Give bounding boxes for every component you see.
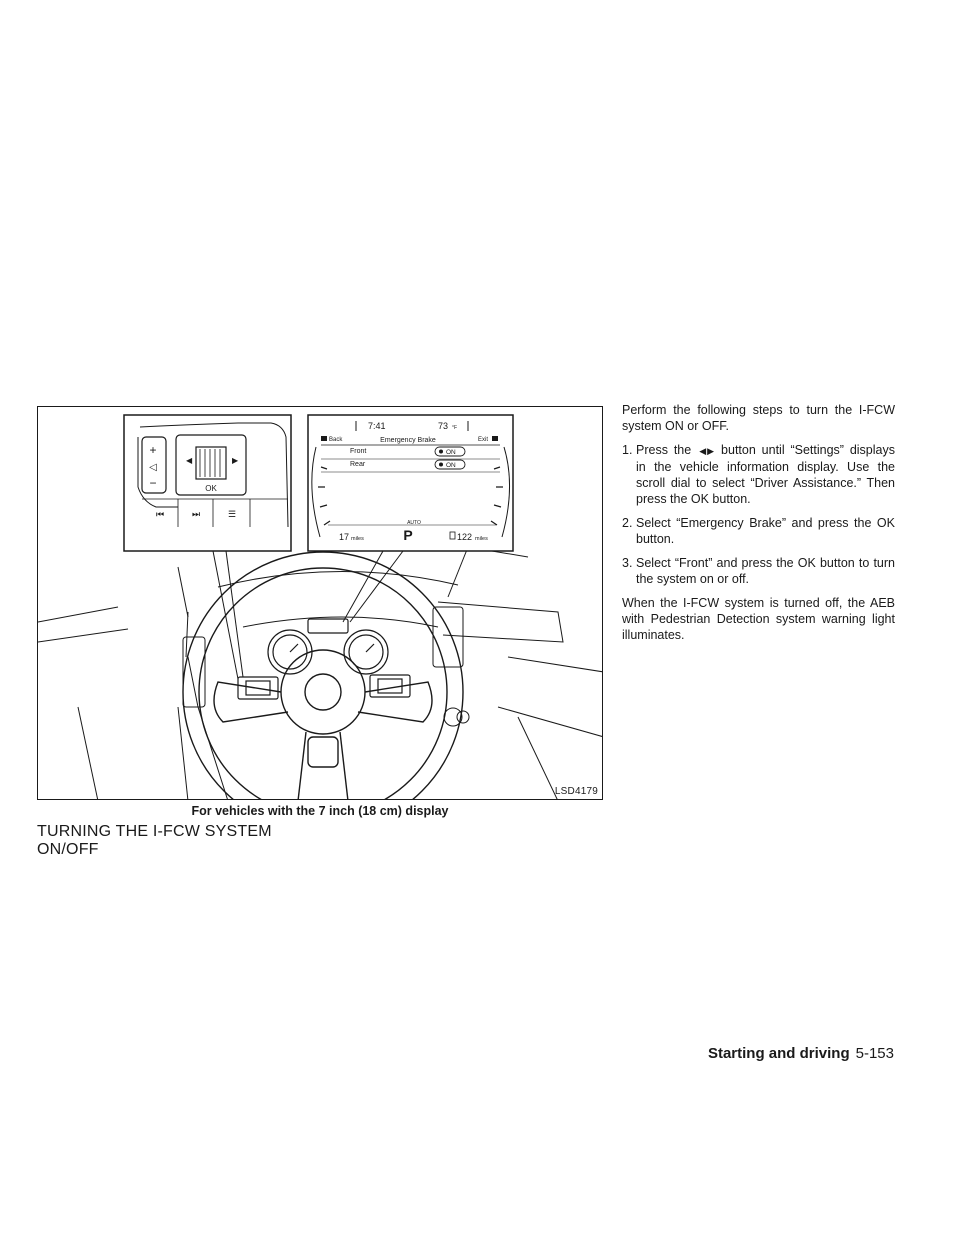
section-title-line-1: TURNING THE I-FCW SYSTEM <box>37 823 272 840</box>
dashboard-lines <box>38 546 602 799</box>
display-row-rear-label: Rear <box>350 461 366 468</box>
display-row-front-label: Front <box>350 448 366 455</box>
ok-label: OK <box>205 484 217 493</box>
left-right-arrows-icon: ◀▶ <box>699 446 716 456</box>
next-track-icon: ⏭ <box>192 509 200 519</box>
volume-plus-label: + <box>149 443 156 457</box>
figure-caption: For vehicles with the 7 inch (18 cm) dis… <box>191 804 449 818</box>
display-back-label: Back <box>329 437 343 443</box>
display-row-front-state: ON <box>446 449 456 456</box>
display-right-distance: 122 <box>457 532 472 542</box>
display-time: 7:41 <box>368 421 386 431</box>
display-temperature: 73 <box>438 421 448 431</box>
footer-section-name: Starting and driving <box>707 1045 850 1062</box>
display-inset: 7:41 73 °F Back Emergency Brake Exit Fro… <box>307 414 514 552</box>
fuel-icon <box>449 531 456 540</box>
display-row-rear-state: ON <box>446 462 456 469</box>
display-screen-title: Emergency Brake <box>380 437 436 444</box>
gauge-cluster <box>267 618 389 675</box>
exit-icon <box>492 436 498 441</box>
figure-code: LSD4179 <box>554 786 598 797</box>
forward-arrow-icon: ▶ <box>232 456 239 465</box>
wheel-switches <box>237 674 411 700</box>
body-text: Perform the following steps to turn the … <box>622 402 895 651</box>
back-icon <box>321 436 327 441</box>
intro-paragraph: Perform the following steps to turn the … <box>622 403 895 433</box>
switch-inset: + ◁ − ◀ ▶ OK ⏮ ⏭ ☰ <box>123 414 292 552</box>
display-temperature-unit: °F <box>452 425 457 431</box>
step-number: 2. <box>622 516 633 530</box>
display-left-unit: miles <box>351 536 364 542</box>
menu-list-icon: ☰ <box>228 509 236 519</box>
page-number: 5-153 <box>855 1045 894 1062</box>
step-3: 3. Select “Front” and press the OK butto… <box>622 555 895 587</box>
rear-toggle <box>434 459 466 470</box>
display-right-unit: miles <box>475 536 488 542</box>
step-3-text: Select “Front” and press the OK button t… <box>636 556 895 586</box>
step-2-text: Select “Emergency Brake” and press the O… <box>636 516 895 546</box>
front-toggle <box>434 446 466 457</box>
display-auto-label: AUTO <box>407 520 421 526</box>
steering-wheel <box>182 551 464 799</box>
previous-track-icon: ⏮ <box>156 509 164 519</box>
step-number: 1. <box>622 443 633 457</box>
step-2: 2. Select “Emergency Brake” and press th… <box>622 515 895 547</box>
display-exit-label: Exit <box>478 437 488 443</box>
illustration: + ◁ − ◀ ▶ OK ⏮ ⏭ ☰ 7:41 73 °F <box>37 406 603 800</box>
steering-wheel-illustration: + ◁ − ◀ ▶ OK ⏮ ⏭ ☰ 7:41 73 °F <box>38 414 602 799</box>
callout-lines <box>212 550 404 680</box>
page-footer: Starting and driving 5-153 <box>708 1045 894 1062</box>
section-title: TURNING THE I-FCW SYSTEM ON/OFF <box>37 823 337 859</box>
step-1: 1. Press the ◀▶button until “Settings” di… <box>622 442 895 507</box>
section-title-line-2: ON/OFF <box>37 841 99 858</box>
steps-list: 1. Press the ◀▶button until “Settings” di… <box>622 442 895 587</box>
volume-icon: ◁ <box>149 462 157 473</box>
display-gear: P <box>403 527 412 543</box>
display-left-distance: 17 <box>339 532 349 542</box>
back-arrow-icon: ◀ <box>186 456 193 465</box>
volume-minus-label: − <box>149 476 156 490</box>
step-1-text-before: Press the <box>636 443 692 457</box>
step-1-text-after: button until “Settings” displays in the … <box>636 443 895 506</box>
note-paragraph: When the I-FCW system is turned off, the… <box>622 596 895 642</box>
step-number: 3. <box>622 556 633 570</box>
